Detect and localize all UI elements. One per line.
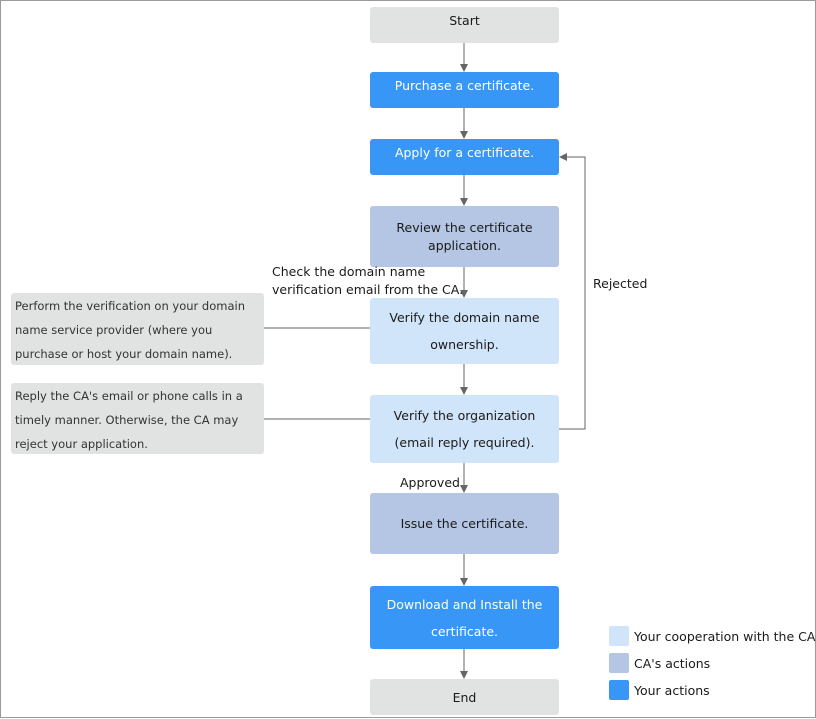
apply-label: Apply for a certificate. (394, 145, 535, 160)
note-ca-reply-text: Reply the CA's email or phone calls in a… (15, 389, 243, 451)
note-domain-provider: Perform the verification on your domain … (11, 293, 264, 365)
legend-label-your-actions: Your actions (634, 682, 710, 698)
legend-swatch-your-actions (609, 680, 629, 700)
note-ca-reply: Reply the CA's email or phone calls in a… (11, 383, 264, 454)
download-node: Download and Install the certificate. (370, 586, 559, 649)
legend-cooperation: Your cooperation with the CA (609, 626, 815, 646)
start-node: Start (370, 7, 559, 43)
note-domain-provider-text: Perform the verification on your domain … (15, 299, 245, 361)
legend-label-cooperation: Your cooperation with the CA (634, 628, 816, 644)
issue-node: Issue the certificate. (370, 493, 559, 554)
end-node: End (370, 679, 559, 715)
legend-your-actions: Your actions (609, 680, 710, 700)
issue-label: Issue the certificate. (400, 515, 529, 531)
rejected-label: Rejected (593, 276, 648, 291)
approved-label: Approved (400, 475, 460, 490)
apply-node: Apply for a certificate. (370, 139, 559, 175)
legend-swatch-cooperation (609, 626, 629, 646)
purchase-node: Purchase a certificate. (370, 72, 559, 108)
verify-org-node: Verify the organization (email reply req… (370, 395, 559, 463)
start-label: Start (449, 13, 480, 28)
verify-org-label: Verify the organization (email reply req… (393, 408, 536, 450)
legend-label-ca-actions: CA's actions (634, 655, 711, 671)
review-node: Review the certificate application. (370, 206, 559, 267)
purchase-label: Purchase a certificate. (394, 78, 535, 93)
download-label: Download and Install the certificate. (386, 596, 543, 639)
legend-swatch-ca-actions (609, 653, 629, 673)
check-email-label-line2: verification email from the CA. (272, 282, 464, 297)
check-email-label-line1: Check the domain name (272, 264, 426, 279)
review-label: Review the certificate application. (396, 219, 533, 253)
end-label: End (452, 689, 477, 705)
verify-domain-node: Verify the domain name ownership. (370, 298, 559, 364)
arrow-rejected-loop (559, 153, 586, 430)
verify-domain-label: Verify the domain name ownership. (389, 310, 540, 352)
legend-ca-actions: CA's actions (609, 653, 710, 673)
